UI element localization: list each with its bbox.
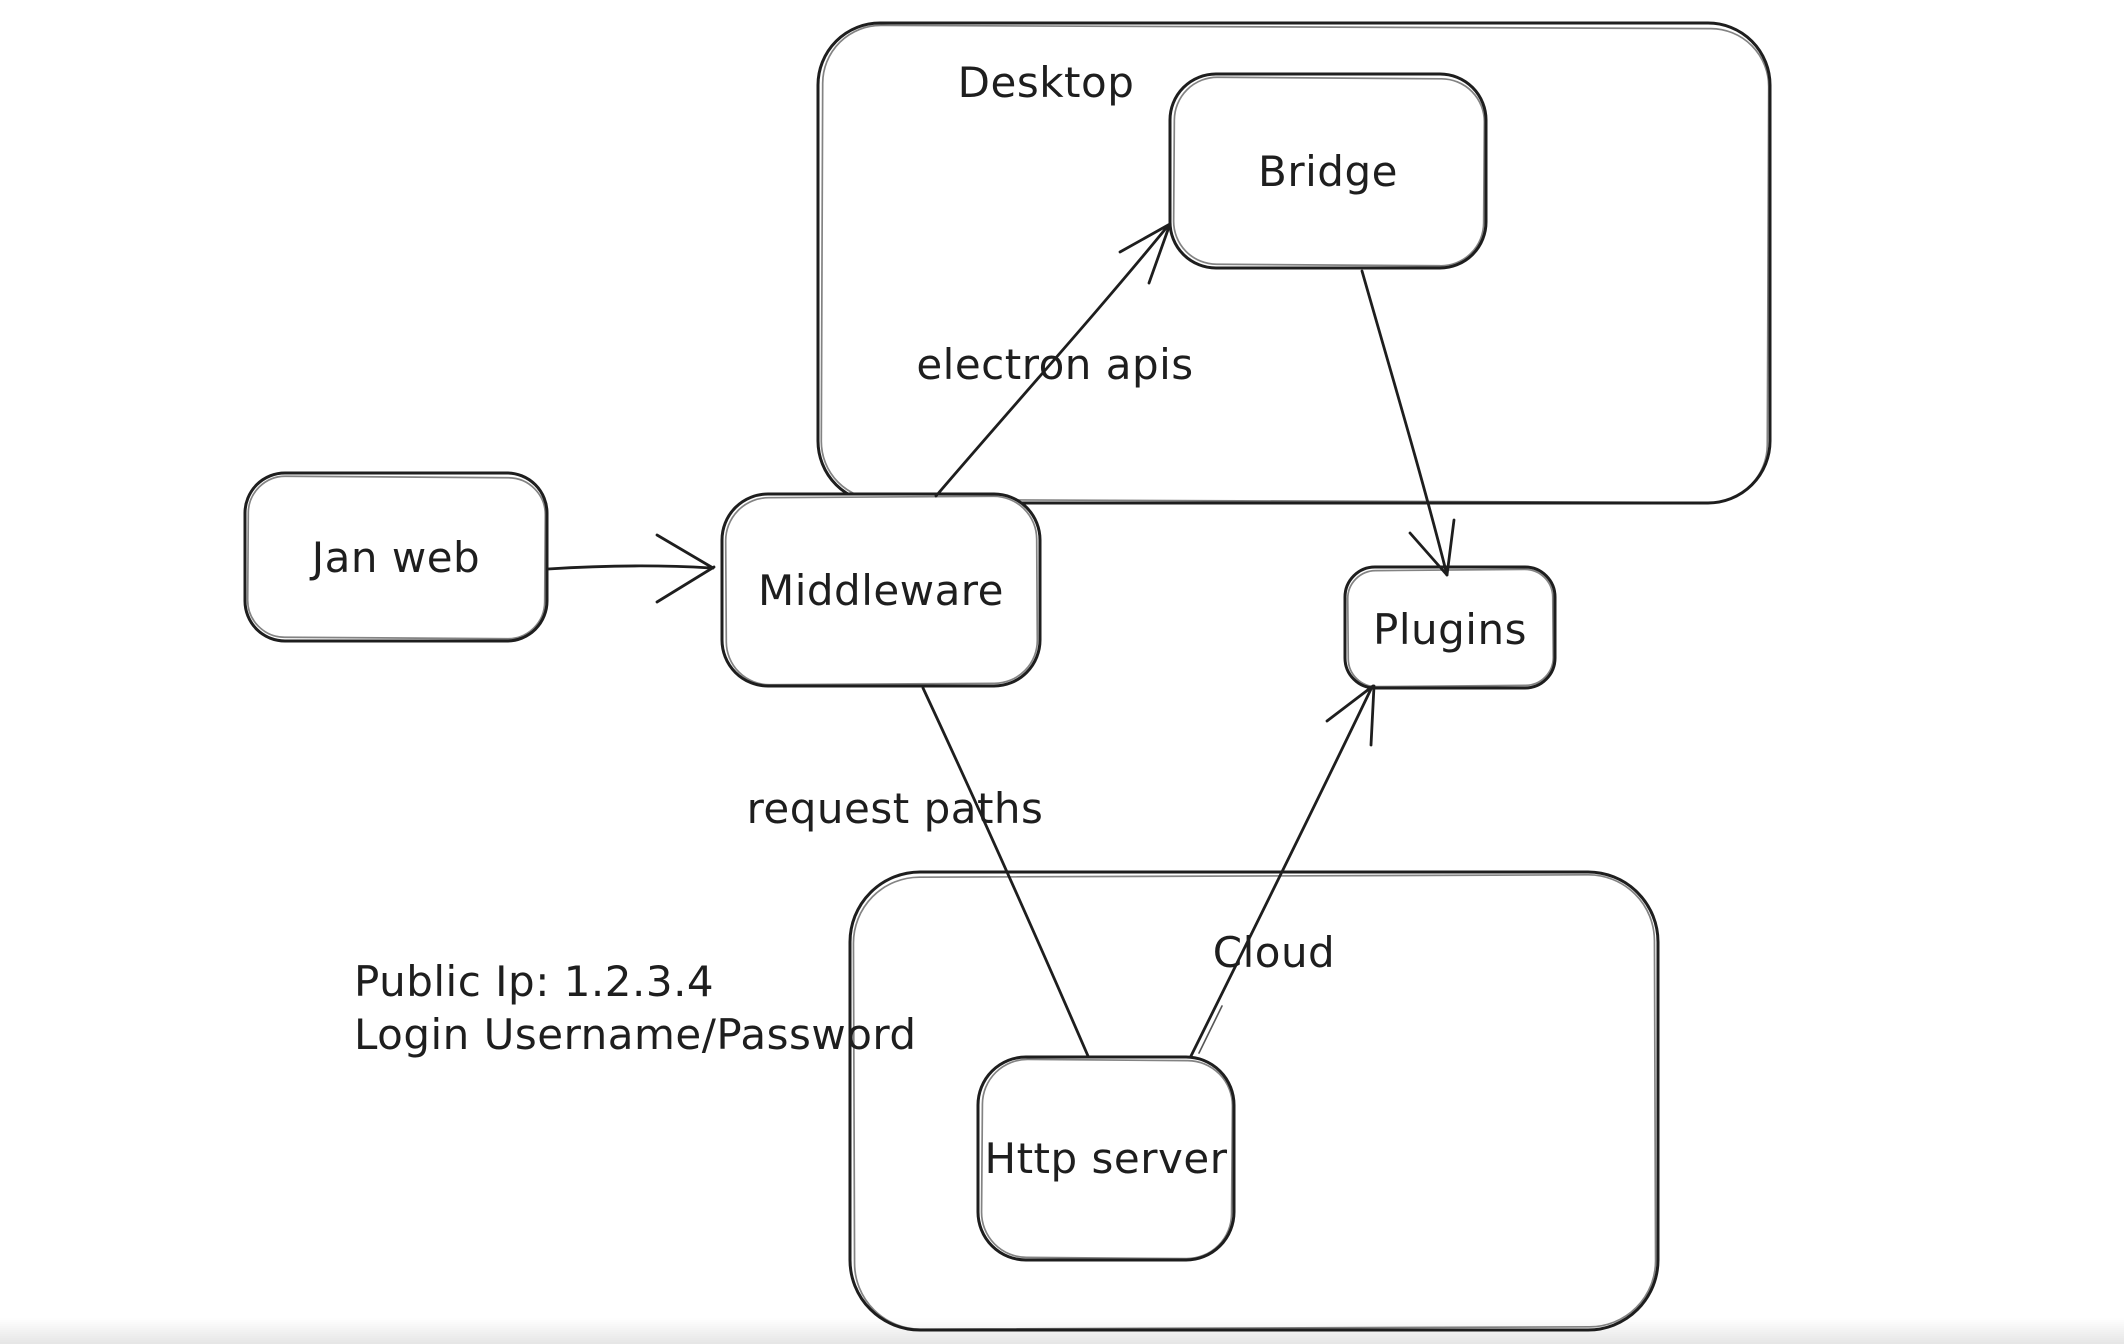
plugins-node-label[interactable]: Plugins <box>1373 605 1527 654</box>
middleware-node-label[interactable]: Middleware <box>758 566 1004 615</box>
electron-apis-edge-label[interactable]: electron apis <box>916 340 1193 389</box>
note-public-ip[interactable]: Public Ip: 1.2.3.4 <box>354 957 714 1006</box>
desktop-container-label[interactable]: Desktop <box>958 58 1135 107</box>
jan-web-node[interactable] <box>243 471 549 643</box>
http-server-node[interactable] <box>976 1055 1236 1262</box>
plugins-node[interactable] <box>1343 565 1557 690</box>
arrow-middleware-to-bridge[interactable] <box>934 222 1172 498</box>
http-server-node-label[interactable]: Http server <box>985 1134 1228 1183</box>
arrow-bridge-to-plugins[interactable] <box>1360 269 1456 577</box>
middleware-node[interactable] <box>720 492 1042 688</box>
cloud-container-label[interactable]: Cloud <box>1213 928 1335 977</box>
line-middleware-to-httpserver[interactable] <box>921 686 1090 1058</box>
note-login-credentials[interactable]: Login Username/Password <box>354 1010 917 1059</box>
request-paths-edge-label[interactable]: request paths <box>747 784 1044 833</box>
bridge-node-label[interactable]: Bridge <box>1258 147 1398 196</box>
bridge-node[interactable] <box>1168 72 1488 270</box>
jan-web-node-label[interactable]: Jan web <box>309 533 480 582</box>
arrow-httpserver-to-plugins[interactable] <box>1189 684 1376 1058</box>
arrow-janweb-to-middleware[interactable] <box>546 533 716 604</box>
